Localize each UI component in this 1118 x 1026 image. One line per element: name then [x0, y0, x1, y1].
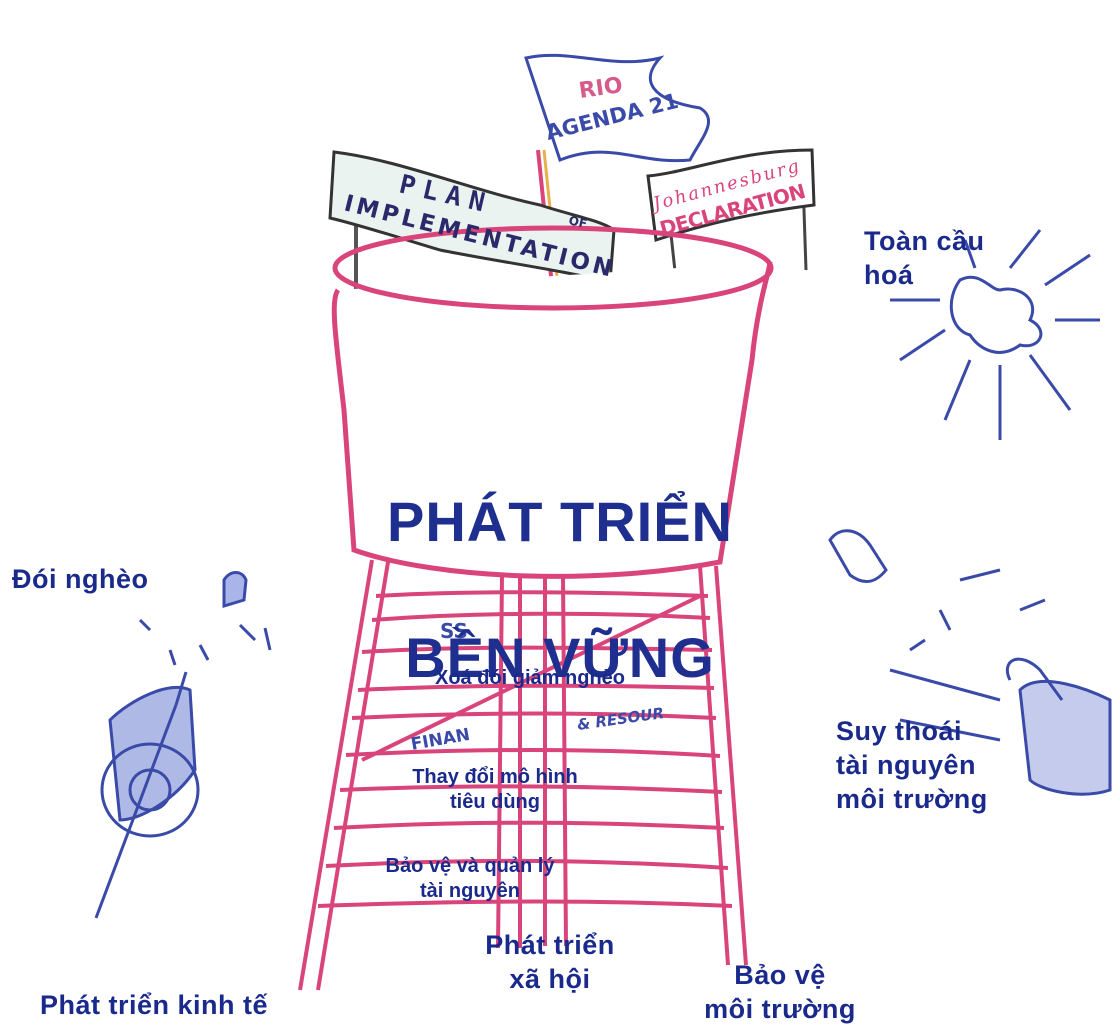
threat-label-degradation: Suy thoái tài nguyên môi trường [836, 714, 1076, 816]
title-line-1: PHÁT TRIỂN [360, 488, 760, 556]
band-label-poverty-reduction: Xoá đói giảm nghèo [350, 666, 710, 691]
leg-label-social: Phát triển xã hội [450, 928, 650, 996]
threat-label-globalization: Toàn cầu hoá [864, 224, 1084, 292]
leg-label-environment: Bảo vệ môi trường [665, 958, 895, 1026]
band-label-resources: Bảo vệ và quản lý tài nguyên [325, 854, 615, 904]
band-label-consumption: Thay đổi mô hình tiêu dùng [340, 765, 650, 815]
diagram-title: PHÁT TRIỂN BỀN VỮNG [360, 420, 760, 760]
threat-label-poverty: Đói nghèo [12, 562, 232, 596]
poverty-cannon-icon [96, 573, 270, 919]
leg-label-economic: Phát triển kinh tế [40, 988, 370, 1022]
